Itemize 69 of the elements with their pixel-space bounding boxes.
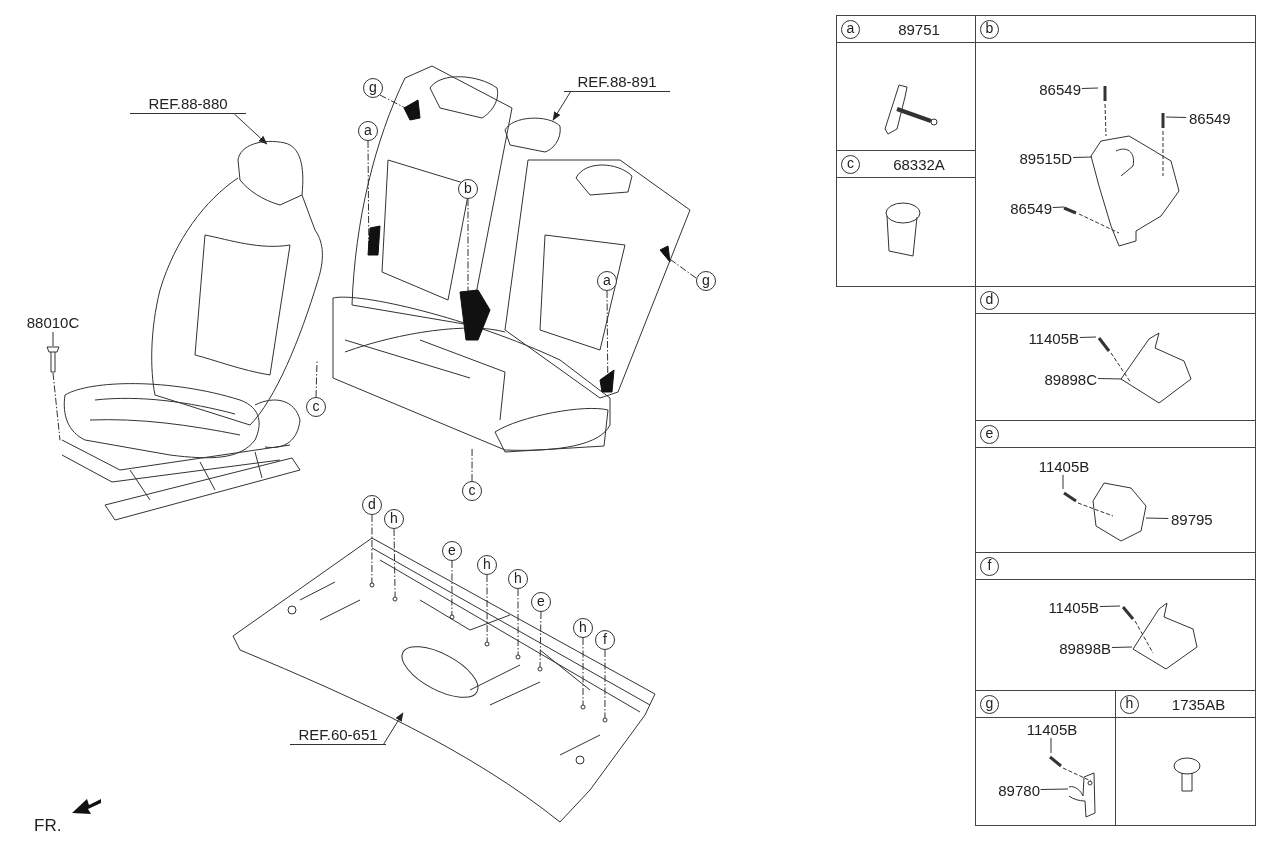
callout-letter: g [363, 78, 383, 98]
leader-line [451, 560, 453, 616]
leader-line [371, 514, 373, 584]
leader-line [486, 574, 488, 643]
leader-line [1145, 517, 1169, 519]
leader-arrow [233, 113, 268, 145]
leader-line [1099, 605, 1121, 607]
leader-line [604, 649, 606, 719]
leader-line [52, 372, 61, 441]
leader-line [1072, 156, 1093, 158]
callout-letter: a [358, 121, 378, 141]
reference-label: REF.88-880 [130, 95, 246, 114]
part-number: 89898C [1029, 371, 1097, 388]
parts-panel [836, 15, 976, 151]
leader-line [582, 637, 584, 706]
leader-line [1097, 378, 1123, 380]
callout-letter: f [595, 630, 615, 650]
part-number: 89515D [1004, 150, 1072, 167]
leader-line [539, 611, 542, 668]
leader-line [315, 360, 318, 398]
callout-letter: c [306, 397, 326, 417]
reference-label: REF.60-651 [290, 726, 386, 745]
leader-line [1165, 116, 1187, 118]
callout-letter: h [508, 569, 528, 589]
leader-line [1052, 206, 1065, 208]
callout-letter: c [462, 481, 482, 501]
part-number: 68332A [892, 155, 946, 173]
part-number: 89898B [1043, 640, 1111, 657]
leader-line [1062, 474, 1064, 490]
parts-panel [836, 150, 976, 287]
parts-panel [1115, 690, 1256, 826]
part-number: 88010C [20, 314, 86, 332]
leader-line [393, 528, 396, 598]
parts-panel [975, 552, 1256, 691]
front-direction-label: FR. [34, 816, 62, 836]
part-number: 86549 [992, 200, 1052, 217]
parts-panel [975, 690, 1116, 826]
leader-line [1040, 788, 1069, 790]
callout-letter: d [362, 495, 382, 515]
leader-line [1081, 87, 1099, 89]
part-number: 11405B [1035, 599, 1099, 616]
callout-letter: e [531, 592, 551, 612]
part-number: 11405B [1031, 458, 1097, 475]
part-number: 11405B [1019, 721, 1085, 738]
leader-line [517, 588, 519, 656]
callout-letter: h [573, 618, 593, 638]
callout-letter: h [477, 555, 497, 575]
leader-line [1079, 336, 1097, 338]
reference-label: REF.88-891 [564, 73, 670, 92]
part-number: 89795 [1171, 511, 1229, 528]
parts-panel [975, 15, 1256, 287]
part-number: 89751 [897, 20, 941, 38]
callout-letter: h [384, 509, 404, 529]
bolt-drawing [46, 346, 60, 373]
leader-line [52, 331, 54, 347]
leader-arrow [552, 91, 571, 121]
part-number: 1735AB [1170, 695, 1227, 713]
callout-letter: e [442, 541, 462, 561]
callout-letter: g [696, 271, 716, 291]
leader-line [1111, 646, 1133, 648]
leader-line [1050, 737, 1052, 754]
parts-panel [975, 286, 1256, 421]
part-number: 86549 [1021, 81, 1081, 98]
part-number: 11405B [1017, 330, 1079, 347]
leader-line [471, 447, 473, 482]
leader-arrow [382, 712, 404, 746]
parts-panel [975, 420, 1256, 553]
part-number: 86549 [1189, 110, 1249, 127]
part-number: 89780 [984, 782, 1040, 799]
